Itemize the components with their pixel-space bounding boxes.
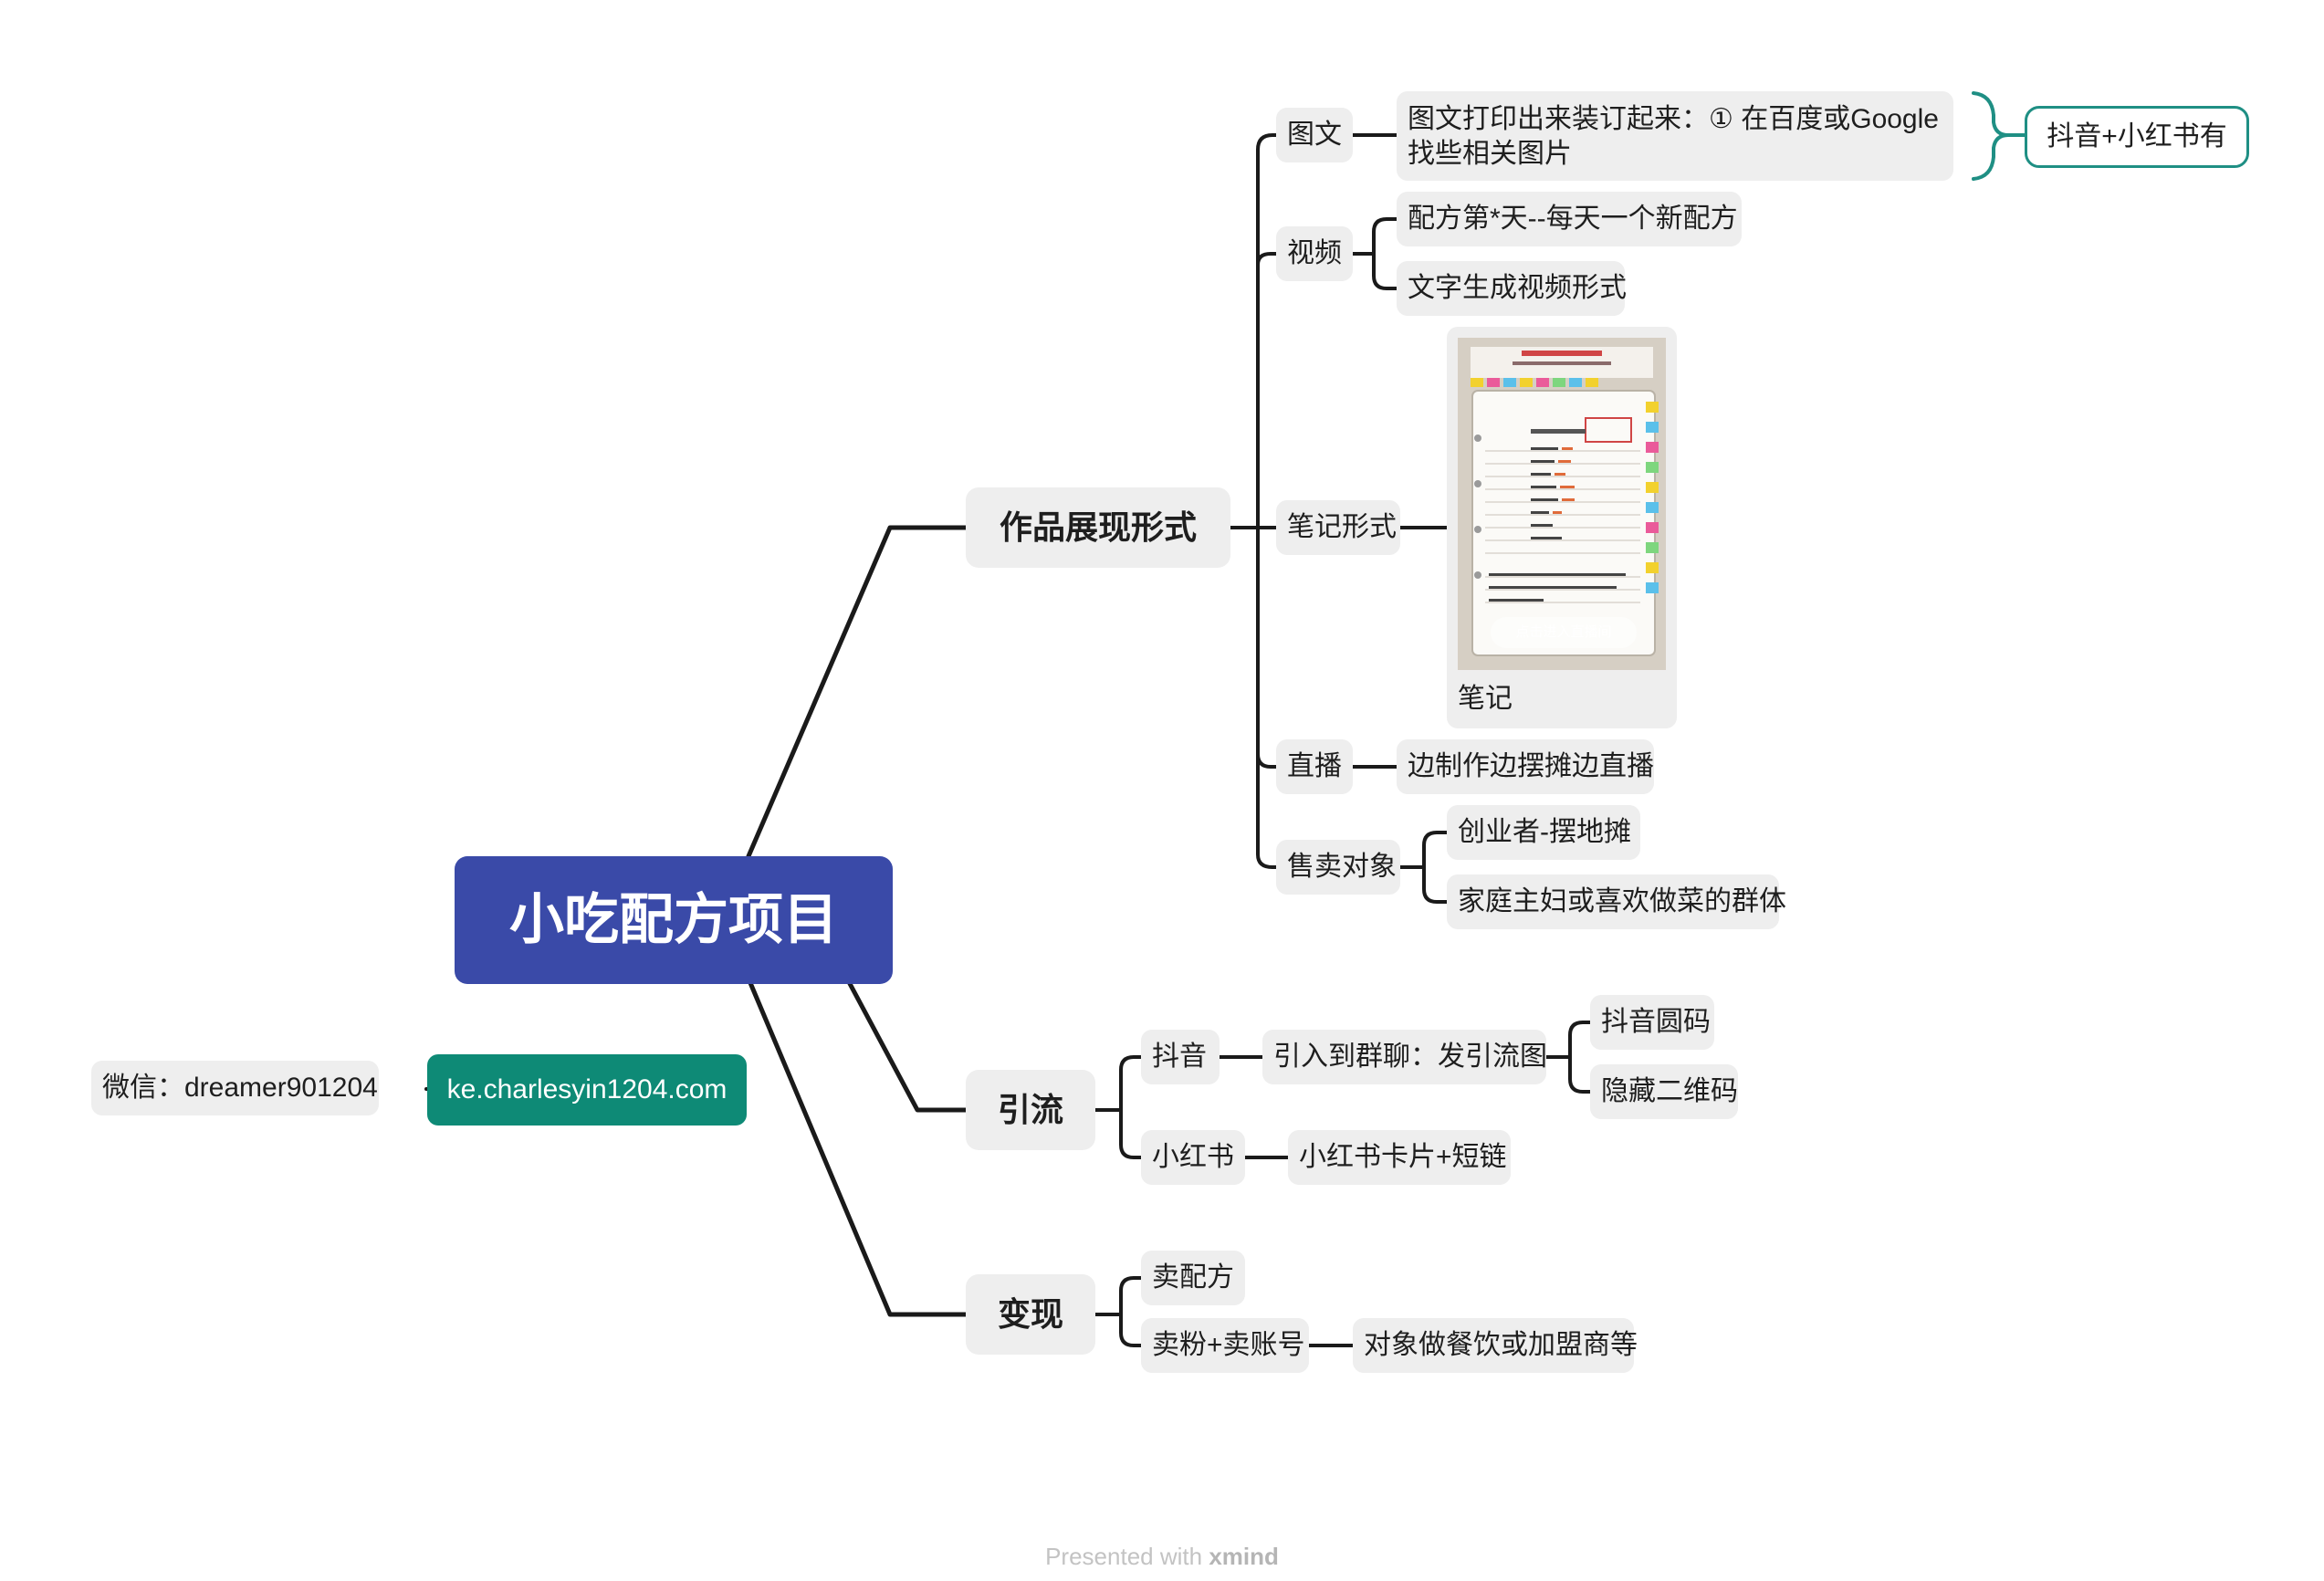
topic-tuwen-detail[interactable]: 图文打印出来装订起来：① 在百度或Google找些相关图片 bbox=[1397, 91, 1953, 181]
link-works-tuwen bbox=[1256, 133, 1278, 529]
topic-video-daily[interactable]: 配方第*天--每天一个新配方 bbox=[1397, 192, 1742, 246]
note-photo: 点击进入直播间 bbox=[1458, 338, 1666, 670]
topic-xhs-card[interactable]: 小红书卡片+短链 bbox=[1288, 1130, 1511, 1185]
topic-xhs-card-label: 小红书卡片+短链 bbox=[1299, 1142, 1507, 1172]
topic-tuwen-label: 图文 bbox=[1287, 120, 1342, 150]
topic-note[interactable]: 笔记形式 bbox=[1276, 500, 1400, 555]
link-works-target bbox=[1256, 526, 1278, 869]
wechat-label: 微信：dreamer901204 bbox=[102, 1073, 378, 1103]
topic-douyin-code[interactable]: 抖音圆码 bbox=[1590, 995, 1714, 1050]
link-traffic-dy bbox=[1119, 1055, 1143, 1112]
summary-brace bbox=[1972, 91, 2009, 181]
root-topic[interactable]: 小吃配方项目 bbox=[455, 856, 893, 984]
topic-target-label: 售卖对象 bbox=[1287, 852, 1397, 882]
link-target-a bbox=[1422, 831, 1449, 869]
link-works-live bbox=[1256, 752, 1278, 769]
branch-works-label: 作品展现形式 bbox=[999, 508, 1197, 546]
link-group-b bbox=[1568, 1055, 1592, 1094]
website-badge[interactable]: ke.charlesyin1204.com bbox=[427, 1054, 747, 1126]
presented-with-footer[interactable]: Presented with xmind bbox=[0, 1543, 2324, 1571]
topic-sell-audience[interactable]: 对象做餐饮或加盟商等 bbox=[1353, 1318, 1638, 1373]
topic-sell-recipe[interactable]: 卖配方 bbox=[1141, 1251, 1245, 1305]
link-root-monetize bbox=[746, 976, 968, 1317]
topic-video-label: 视频 bbox=[1287, 238, 1342, 268]
branch-traffic-label: 引流 bbox=[997, 1091, 1063, 1128]
topic-live-label: 直播 bbox=[1287, 751, 1342, 781]
link-target-b bbox=[1422, 865, 1449, 904]
link-video-a bbox=[1372, 217, 1398, 256]
topic-hidden-qr[interactable]: 隐藏二维码 bbox=[1590, 1064, 1738, 1119]
topic-sell-audience-label: 对象做餐饮或加盟商等 bbox=[1364, 1330, 1638, 1360]
summary-douyin-xhs[interactable]: 抖音+小红书有 bbox=[2025, 106, 2249, 168]
live-overlay-label: 点击进入直播间 bbox=[1515, 624, 1612, 640]
branch-traffic[interactable]: 引流 bbox=[966, 1070, 1095, 1150]
topic-video-daily-label: 配方第*天--每天一个新配方 bbox=[1408, 204, 1738, 234]
topic-video-text-label: 文字生成视频形式 bbox=[1408, 273, 1627, 303]
link-traffic-xhs bbox=[1119, 1108, 1143, 1159]
link-group-a bbox=[1568, 1021, 1592, 1059]
topic-live[interactable]: 直播 bbox=[1276, 739, 1353, 794]
link-video-b bbox=[1372, 252, 1398, 290]
topic-video[interactable]: 视频 bbox=[1276, 226, 1353, 281]
link-works-video bbox=[1256, 252, 1278, 267]
link-root-traffic bbox=[844, 976, 968, 1113]
topic-target-home[interactable]: 家庭主妇或喜欢做菜的群体 bbox=[1447, 874, 1786, 929]
topic-tuwen[interactable]: 图文 bbox=[1276, 108, 1353, 162]
link-monetize-b bbox=[1119, 1313, 1143, 1347]
summary-label: 抖音+小红书有 bbox=[2047, 121, 2227, 152]
topic-sell-account[interactable]: 卖粉+卖账号 bbox=[1141, 1318, 1309, 1373]
topic-douyin-label: 抖音 bbox=[1152, 1042, 1207, 1072]
topic-hidden-qr-label: 隐藏二维码 bbox=[1601, 1076, 1738, 1106]
website-label: ke.charlesyin1204.com bbox=[446, 1074, 728, 1105]
branch-works[interactable]: 作品展现形式 bbox=[966, 487, 1230, 568]
topic-sell-account-label: 卖粉+卖账号 bbox=[1152, 1330, 1305, 1360]
note-image-caption: 笔记 bbox=[1458, 684, 1513, 714]
topic-video-text[interactable]: 文字生成视频形式 bbox=[1397, 261, 1627, 316]
topic-xiaohongshu-label: 小红书 bbox=[1152, 1142, 1234, 1172]
topic-target-vendor-label: 创业者-摆地摊 bbox=[1458, 817, 1631, 847]
branch-monetize-label: 变现 bbox=[997, 1295, 1063, 1333]
link-root-works bbox=[746, 525, 968, 859]
topic-live-detail-label: 边制作边摆摊边直播 bbox=[1408, 751, 1654, 781]
root-label: 小吃配方项目 bbox=[509, 889, 838, 950]
topic-target-vendor[interactable]: 创业者-摆地摊 bbox=[1447, 805, 1640, 860]
note-image-card[interactable]: 点击进入直播间 笔记 bbox=[1447, 327, 1677, 728]
wechat-node[interactable]: 微信：dreamer901204 bbox=[91, 1061, 379, 1115]
topic-douyin[interactable]: 抖音 bbox=[1141, 1030, 1220, 1084]
branch-monetize[interactable]: 变现 bbox=[966, 1274, 1095, 1355]
topic-group-chat-label: 引入到群聊：发引流图 bbox=[1273, 1042, 1547, 1072]
xmind-brand: xmind bbox=[1209, 1543, 1279, 1570]
topic-tuwen-detail-label: 图文打印出来装订起来：① 在百度或Google找些相关图片 bbox=[1408, 104, 1939, 169]
topic-xiaohongshu[interactable]: 小红书 bbox=[1141, 1130, 1245, 1185]
notebook-illustration bbox=[1458, 338, 1666, 670]
topic-douyin-code-label: 抖音圆码 bbox=[1601, 1007, 1711, 1037]
topic-note-label: 笔记形式 bbox=[1287, 512, 1397, 542]
footer-prefix: Presented with bbox=[1045, 1543, 1203, 1570]
topic-group-chat[interactable]: 引入到群聊：发引流图 bbox=[1262, 1030, 1547, 1084]
topic-target-home-label: 家庭主妇或喜欢做菜的群体 bbox=[1458, 886, 1786, 916]
topic-sell-recipe-label: 卖配方 bbox=[1152, 1262, 1234, 1293]
topic-live-detail[interactable]: 边制作边摆摊边直播 bbox=[1397, 739, 1654, 794]
topic-target[interactable]: 售卖对象 bbox=[1276, 840, 1400, 895]
link-monetize-a bbox=[1119, 1276, 1143, 1316]
